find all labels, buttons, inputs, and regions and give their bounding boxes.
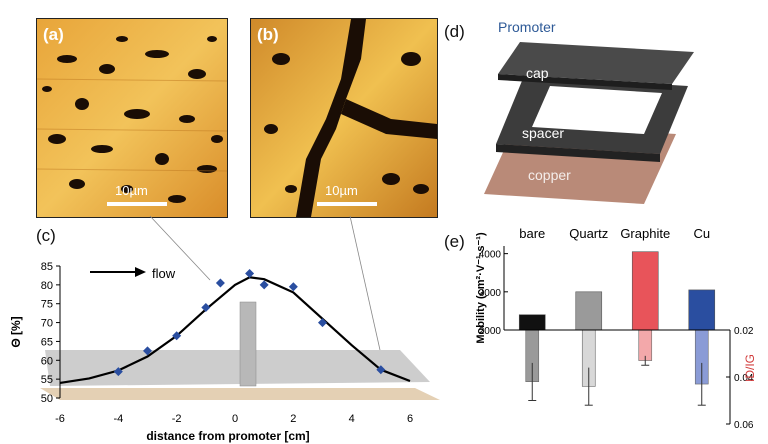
coverage-ytick-label: 65 (41, 336, 53, 348)
panel-label-a: (a) (43, 25, 64, 44)
category-label: Quartz (569, 226, 608, 241)
coverage-point (215, 278, 225, 288)
layer-label-cap: cap (526, 65, 549, 81)
scale-bar-a (107, 202, 167, 206)
mobility-bar (518, 314, 546, 331)
afm-texture-b (251, 19, 437, 217)
ratio-ytick-label: 0.06 (734, 420, 754, 431)
afm-image-b: (b) 10µm (250, 18, 438, 218)
coverage-point (318, 318, 327, 328)
panel-label-b: (b) (257, 25, 279, 44)
cap-layer (498, 42, 694, 90)
coverage-point (245, 269, 255, 279)
layer-label-copper: copper (528, 167, 571, 183)
mobility-ylabel: Mobility (cm²·V⁻¹·s⁻¹) (475, 232, 487, 344)
spacer-layer (496, 76, 688, 162)
flow-arrow (90, 267, 146, 277)
coverage-point (376, 365, 386, 375)
flow-annotation: flow (152, 266, 176, 281)
afm-texture-a (37, 19, 227, 217)
coverage-point (172, 331, 182, 341)
scale-bar-b (317, 202, 377, 206)
category-label: Graphite (620, 226, 670, 241)
coverage-xtick-label: 2 (290, 413, 296, 425)
category-label: bare (519, 226, 545, 241)
coverage-ytick-label: 70 (41, 318, 53, 330)
scale-label-b: 10µm (325, 183, 358, 198)
panel-label-d: (d) (444, 22, 465, 41)
promoter-post (239, 301, 257, 387)
mobility-ytick-label: 4000 (479, 250, 502, 261)
mobility-chart: bare Quartz Graphite Cu 2000 3000 4000 0.02 0.04… (475, 226, 757, 431)
coverage-ytick-label: 75 (41, 299, 53, 311)
scale-label-a: 10µm (115, 183, 148, 198)
mobility-ytick-label: 3000 (479, 288, 502, 299)
panel-label-c: (c) (36, 226, 56, 245)
coverage-ytick-label: 60 (41, 355, 53, 367)
panel-label-e: (e) (444, 232, 465, 251)
ratio-ylabel: ID/IG (743, 354, 757, 382)
coverage-xtick-label: 4 (349, 413, 355, 425)
coverage-xtick-label: -4 (113, 413, 123, 425)
coverage-point (201, 302, 211, 312)
coverage-xtick-label: -6 (55, 413, 65, 425)
layer-label-spacer: spacer (522, 125, 564, 141)
coverage-point (288, 282, 298, 292)
ratio-ytick-label: 0.04 (734, 373, 754, 384)
coverage-xlabel: distance from promoter [cm] (146, 429, 309, 443)
mobility-bar (688, 289, 716, 331)
coverage-ylabel: Θ [%] (9, 316, 23, 347)
mobility-bar (575, 291, 603, 331)
coverage-ytick-label: 85 (41, 261, 53, 273)
category-label: Cu (693, 226, 710, 241)
coverage-point (143, 346, 152, 356)
coverage-xtick-label: -2 (172, 413, 182, 425)
coverage-point (113, 367, 123, 377)
mobility-ytick-label: 2000 (479, 326, 502, 337)
coverage-ytick-label: 55 (41, 374, 53, 386)
coverage-chart: 50 55 60 65 70 75 80 85 -6 -4 -2 0 2 4 6 flow Θ [%] di… (9, 261, 440, 443)
coverage-ytick-label: 80 (41, 280, 53, 292)
ratio-ytick-label: 0.02 (734, 326, 754, 337)
coverage-point (259, 280, 269, 290)
coverage-xtick-label: 6 (407, 413, 413, 425)
afm-image-a: (a) 10µm (36, 18, 228, 218)
fit-curve (59, 276, 411, 384)
coverage-xtick-label: 0 (232, 413, 238, 425)
promoter-title: Promoter (498, 19, 556, 35)
promoter-diagram: Promoter cap spacer copper (484, 19, 694, 204)
mobility-bar (631, 251, 659, 331)
coverage-ytick-label: 50 (41, 393, 53, 405)
